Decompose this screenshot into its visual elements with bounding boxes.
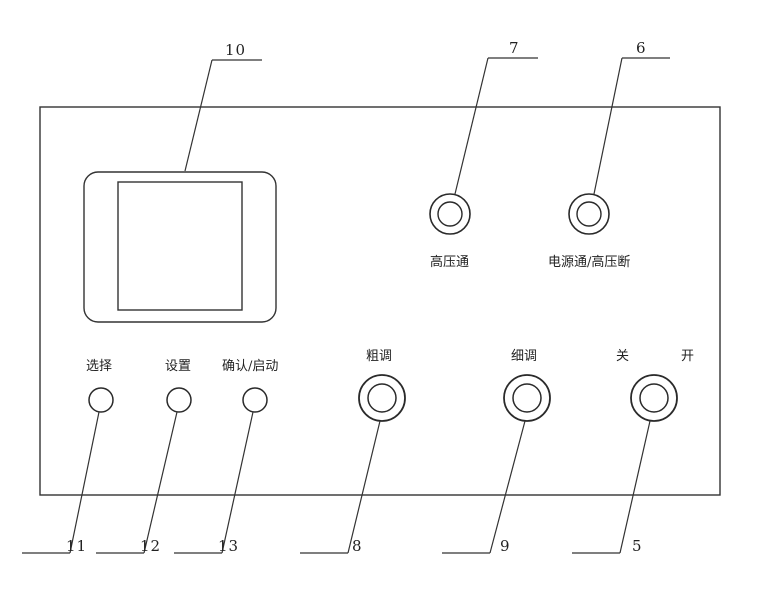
display-glass bbox=[117, 181, 243, 311]
settings-button bbox=[166, 387, 192, 413]
power-switch-knob bbox=[630, 374, 678, 422]
fine-adjust-knob bbox=[503, 374, 551, 422]
display-screen bbox=[83, 171, 277, 323]
label-select: 选择 bbox=[86, 359, 112, 374]
callout-number-10: 10 bbox=[225, 41, 246, 59]
coarse-adjust-knob bbox=[358, 374, 406, 422]
callout-number-5: 5 bbox=[632, 537, 643, 555]
callout-12: 12 bbox=[96, 411, 178, 555]
callout-number-12: 12 bbox=[140, 537, 161, 555]
callout-8: 8 bbox=[300, 420, 381, 555]
callout-number-6: 6 bbox=[636, 39, 647, 57]
label-fine-adjust: 细调 bbox=[511, 349, 537, 364]
confirm-start-button bbox=[242, 387, 268, 413]
label-coarse-adjust: 粗调 bbox=[366, 349, 392, 364]
callout-number-11: 11 bbox=[66, 537, 87, 555]
label-power-on-hv-off: 电源通/高压断 bbox=[548, 254, 630, 270]
callout-number-8: 8 bbox=[352, 537, 363, 555]
front-panel-outline bbox=[39, 106, 721, 496]
label-high-voltage-on: 高压通 bbox=[430, 254, 469, 270]
callout-13: 13 bbox=[174, 411, 254, 555]
label-power-on: 开 bbox=[681, 349, 694, 364]
callout-7: 7 bbox=[454, 39, 538, 195]
indicator-high-voltage-on bbox=[429, 193, 471, 235]
label-settings: 设置 bbox=[165, 359, 191, 374]
callout-number-13: 13 bbox=[218, 537, 239, 555]
callout-10: 10 bbox=[184, 41, 262, 172]
callout-11: 11 bbox=[22, 411, 100, 555]
label-power-off: 关 bbox=[616, 349, 629, 364]
select-button bbox=[88, 387, 114, 413]
indicator-power-on-hv-off bbox=[568, 193, 610, 235]
display-bezel bbox=[83, 171, 277, 323]
callout-number-9: 9 bbox=[500, 537, 511, 555]
callout-9: 9 bbox=[442, 420, 526, 555]
callout-number-7: 7 bbox=[509, 39, 520, 57]
callout-6: 6 bbox=[593, 39, 670, 195]
label-confirm-start: 确认/启动 bbox=[222, 359, 278, 374]
callout-5: 5 bbox=[572, 420, 651, 555]
